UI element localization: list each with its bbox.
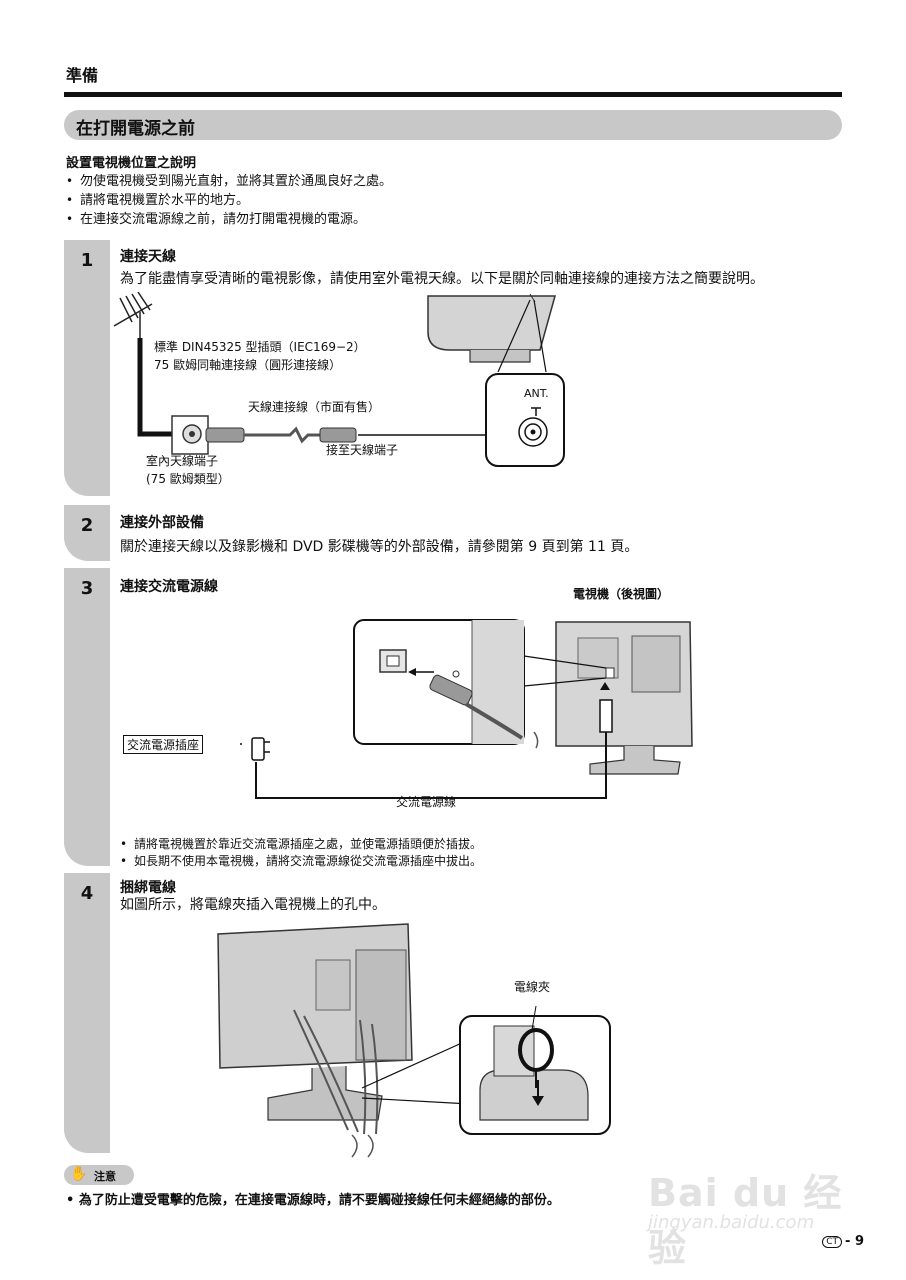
page-number: CT- 9 [822, 1234, 864, 1249]
antenna-diagram [113, 292, 565, 467]
antenna-icon [113, 292, 153, 338]
step-3-number: 3 [80, 578, 94, 599]
antenna-port-icon [518, 407, 548, 447]
step-1-number: 1 [80, 250, 94, 271]
intro-heading: 設置電視機位置之說明 [66, 156, 197, 171]
step-4-text: 如圖所示，將電線夾插入電視機上的孔中。 [120, 897, 386, 913]
page-title: 在打開電源之前 [76, 119, 195, 139]
list-item: 在連接交流電源線之前，請勿打開電視機的電源。 [66, 210, 392, 229]
step-3-notes: 請將電視機置於靠近交流電源插座之處，並使電源插頭便於插拔。 如長期不使用本電視機… [120, 836, 482, 870]
power-cord-label: 交流電源線 [396, 795, 457, 809]
step-4-tab: 4 [64, 873, 110, 1153]
power-plug-icon [251, 737, 270, 761]
cable-label: 天線連接線（市面有售） [248, 400, 381, 414]
ant-label: ANT. [524, 387, 549, 400]
to-terminal-label: 接至天線端子 [326, 443, 399, 457]
tv-rear-icon [217, 923, 413, 1121]
step-3-tab: 3 [64, 568, 110, 866]
cable-clamp-diagram [217, 923, 611, 1158]
intro-list: 勿使電視機受到陽光直射，並將其置於通風良好之處。 請將電視機置於水平的地方。 在… [66, 172, 392, 229]
title-bar: 在打開電源之前 [64, 110, 842, 140]
step-4-title: 捆綁電線 [120, 880, 176, 896]
list-item: 如長期不使用本電視機，請將交流電源線從交流電源插座中拔出。 [120, 853, 482, 870]
step-1-tab: 1 [64, 240, 110, 496]
caution-badge: ✋ 注意 [64, 1165, 134, 1185]
power-diagram [240, 619, 693, 799]
indoor-terminal-icon [171, 415, 209, 455]
step-2-tab: 2 [64, 505, 110, 561]
indoor-terminal-label-2: (75 歐姆類型） [146, 472, 230, 486]
step-2-number: 2 [80, 515, 94, 536]
region-badge: CT [822, 1236, 843, 1248]
list-item: 請將電視機置於靠近交流電源插座之處，並使電源插頭便於插拔。 [120, 836, 482, 853]
watermark-url: jingyan.baidu.com [648, 1212, 815, 1233]
baidu-watermark: Bai du 经验 jingyan.baidu.com [648, 1148, 858, 1270]
list-item: 勿使電視機受到陽光直射，並將其置於通風良好之處。 [66, 172, 392, 191]
step-4-number: 4 [80, 883, 94, 904]
indoor-terminal-label-1: 室內天線端子 [146, 454, 219, 468]
header-rule [64, 92, 842, 97]
cable-clamp-icon [518, 1028, 554, 1088]
plug-label-2: 75 歐姆同軸連接線（圓形連接線） [154, 358, 342, 372]
section-label: 準備 [66, 66, 99, 85]
outlet-label: 交流電源插座 [123, 735, 204, 754]
plug-label-1: 標準 DIN45325 型插頭（IEC169−2） [154, 340, 366, 354]
step-2-text: 關於連接天線以及錄影機和 DVD 影碟機等的外部設備，請參閱第 9 頁到第 11… [120, 539, 639, 555]
tv-rear-label: 電視機（後視圖） [573, 587, 670, 601]
hand-icon: ✋ [70, 1166, 88, 1182]
caution-label: 注意 [94, 1170, 116, 1183]
caution-text: • 為了防止遭受電擊的危險，在連接電源線時，請不要觸碰接線任何未經絕緣的部份。 [66, 1193, 560, 1208]
watermark-brand: Bai du 经验 [648, 1171, 843, 1270]
caution-text-body: 為了防止遭受電擊的危險，在連接電源線時，請不要觸碰接線任何未經絕緣的部份。 [78, 1193, 560, 1208]
list-item: 請將電視機置於水平的地方。 [66, 191, 392, 210]
step-2-title: 連接外部設備 [120, 515, 204, 531]
tv-socket-icon [379, 649, 407, 673]
step-1-title: 連接天線 [120, 249, 176, 265]
tv-rear-icon [555, 621, 693, 775]
clamp-label: 電線夾 [514, 980, 551, 994]
page-number-value: - 9 [845, 1234, 864, 1249]
step-3-title: 連接交流電源線 [120, 579, 218, 595]
step-1-text: 為了能盡情享受清晰的電視影像，請使用室外電視天線。以下是關於同軸連接線的連接方法… [120, 271, 764, 287]
